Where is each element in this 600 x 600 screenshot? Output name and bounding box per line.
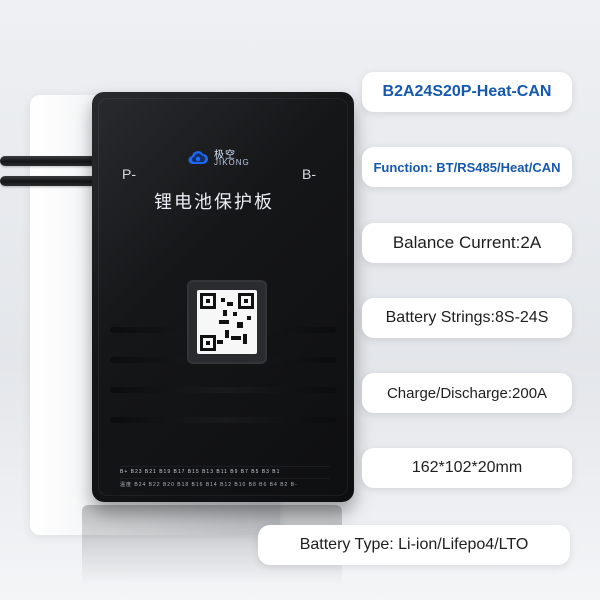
bms-board: P- B- 极空 JIKONG 锂电池保护板	[92, 92, 354, 502]
qr-code-frame	[187, 280, 267, 364]
brand-name-en: JIKONG	[214, 158, 250, 167]
spec-dimensions-text: 162*102*20mm	[411, 459, 523, 476]
spec-function-badge: Function: BT/RS485/Heat/CAN	[362, 147, 572, 187]
spec-charge-discharge-badge: Charge/Discharge:200A	[362, 373, 572, 413]
qr-module	[227, 302, 233, 306]
black-cable-p-negative	[0, 156, 130, 166]
black-cable-p-negative-2	[0, 176, 130, 186]
qr-module	[237, 322, 243, 328]
spec-battery-type-text: Battery Type: Li-ion/Lifepo4/LTO	[299, 536, 529, 553]
qr-finder	[200, 293, 216, 309]
spec-charge-discharge-text: Charge/Discharge:200A	[386, 384, 548, 402]
spec-balance-current-badge: Balance Current:2A	[362, 223, 572, 263]
board-fin	[110, 387, 336, 393]
pins-row-2: 温度 B24 B22 B20 B18 B16 B14 B12 B10 B8 B6…	[120, 478, 330, 495]
board-bevel	[98, 98, 348, 496]
spec-balance-current-text: Balance Current:2A	[392, 233, 542, 252]
spec-model-badge: B2A24S20P-Heat-CAN	[362, 72, 572, 112]
qr-code-icon	[197, 290, 257, 354]
spec-battery-strings-badge: Battery Strings:8S-24S	[362, 298, 572, 338]
spec-battery-strings-text: Battery Strings:8S-24S	[385, 309, 549, 326]
qr-finder	[238, 293, 254, 309]
qr-module	[247, 316, 251, 320]
board-title: 锂电池保护板	[154, 192, 274, 213]
spec-model-text: B2A24S20P-Heat-CAN	[382, 83, 552, 100]
cloud-logo-icon	[186, 146, 210, 168]
brand-name-cn: 极空	[214, 150, 236, 161]
terminal-b-label: B-	[302, 166, 316, 182]
qr-module	[225, 330, 229, 338]
qr-module	[221, 298, 225, 302]
qr-module	[243, 334, 247, 344]
spec-battery-type-badge: Battery Type: Li-ion/Lifepo4/LTO	[258, 525, 570, 565]
qr-finder	[200, 335, 216, 351]
pins-row-1: B+ B23 B21 B19 B17 B15 B13 B11 B9 B7 B5 …	[120, 466, 330, 483]
qr-module	[231, 336, 241, 340]
qr-module	[217, 340, 223, 344]
qr-module	[223, 310, 227, 316]
spec-dimensions-badge: 162*102*20mm	[362, 448, 572, 488]
board-fin	[110, 417, 336, 423]
terminal-p-label: P-	[122, 166, 136, 182]
qr-module	[233, 312, 237, 316]
spec-function-text: Function: BT/RS485/Heat/CAN	[373, 159, 561, 175]
qr-module	[219, 320, 229, 324]
